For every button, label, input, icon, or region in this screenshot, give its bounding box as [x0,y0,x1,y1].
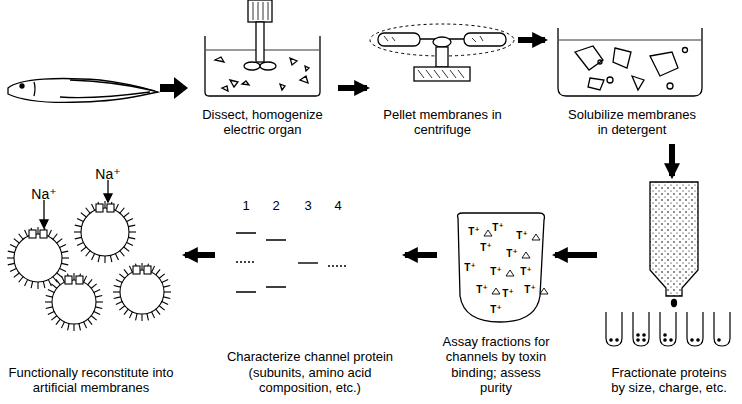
process-step: Dissect, homogenize electric organ [190,0,335,142]
lane-number: 3 [304,198,311,213]
toxin-text: T⁺ [492,222,503,233]
toxin-text: T⁺ [468,226,479,237]
flow-arrow [555,252,597,258]
ion-label: Na⁺ [95,166,120,182]
toxin-label: T⁺ [524,284,535,295]
step-caption: Assay fractions for channels by toxin bi… [441,334,551,396]
lane-number-text: 3 [304,198,311,213]
lane-number: 1 [242,198,249,213]
flow-arrow [338,85,367,91]
step-caption: Solubilize membranes in detergent [567,107,697,138]
gel [236,233,348,292]
toxin-label: T⁺ [490,304,501,315]
toxin-label: T⁺ [492,222,503,233]
step-caption: Functionally reconstitute into artificia… [2,365,180,396]
toxin-text: T⁺ [502,288,513,299]
toxin-label: T⁺ [476,284,487,295]
lane-number: 2 [272,198,279,213]
process-step: Fractionate proteins by size, charge, et… [600,178,738,400]
lane-number-text: 1 [242,198,249,213]
toxin-text: T⁺ [480,242,491,253]
toxin-label: T⁺ [520,266,531,277]
detergent-beaker [558,28,702,96]
lane-number-text: 2 [272,198,279,213]
toxin-text: T⁺ [476,284,487,295]
toxin-text: T⁺ [520,266,531,277]
toxin-label: T⁺ [502,288,513,299]
toxin-label: T⁺ [490,266,501,277]
eel [8,79,158,103]
process-step: Pellet membranes in centrifuge [370,0,515,142]
step-caption: Dissect, homogenize electric organ [198,107,328,138]
column [650,182,698,307]
ion-text: Na⁺ [95,166,120,182]
lane-number: 4 [334,198,341,213]
homogenizer-beaker [205,0,320,96]
ion-text: Na⁺ [31,186,56,202]
lane-number-text: 4 [334,198,341,213]
toxin-text: T⁺ [506,248,517,259]
toxin-text: T⁺ [516,230,527,241]
step-caption: Pellet membranes in centrifuge [383,107,503,138]
ion-label: Na⁺ [31,186,56,202]
flow-arrow [185,252,215,258]
toxin-label: T⁺ [468,226,479,237]
toxin-label: T⁺ [464,262,475,273]
toxin-marks [484,230,548,294]
flow-arrow [669,144,675,176]
toxin-label: T⁺ [516,230,527,241]
process-step: Characterize channel protein (subunits, … [218,195,402,400]
flow-arrow [518,37,545,43]
process-step: Solubilize membranes in detergent [548,0,716,142]
toxin-label: T⁺ [480,242,491,253]
step-caption: Characterize channel protein (subunits, … [220,349,400,396]
block-arrow [160,77,188,99]
step-caption: Fractionate proteins by size, charge, et… [603,365,735,396]
liposomes [7,201,171,331]
toxin-text: T⁺ [524,284,535,295]
process-step: Functionally reconstitute into artificia… [0,168,182,400]
toxin-text: T⁺ [490,304,501,315]
toxin-bag [458,213,545,322]
toxin-text: T⁺ [490,266,501,277]
flow-arrow [405,252,437,258]
centrifuge [370,24,514,81]
toxin-text: T⁺ [464,262,475,273]
collection-tubes [606,312,730,346]
toxin-label: T⁺ [506,248,517,259]
